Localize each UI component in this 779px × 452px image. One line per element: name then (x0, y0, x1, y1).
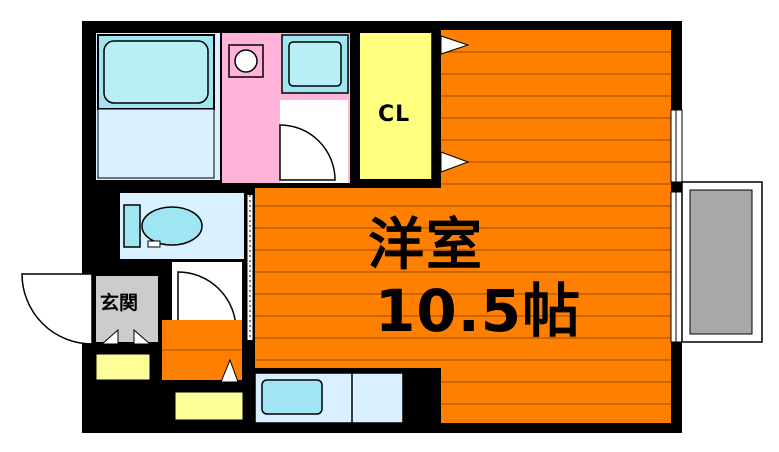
toilet-room (120, 193, 244, 259)
shoe-cabinet-door-left (100, 328, 119, 345)
entrance-floor (96, 276, 158, 342)
closet (360, 33, 470, 179)
floorboard-lines (255, 51, 671, 405)
closet-door-arrow-bottom (440, 151, 470, 173)
shoe-box-right (174, 391, 244, 421)
balcony (681, 181, 763, 343)
western-room-floor-right (441, 368, 671, 423)
bathroom-drain-area (97, 108, 215, 179)
toilet-tank (123, 204, 141, 248)
closet-door-arrow-top (440, 35, 470, 55)
toilet-door-swing (279, 124, 336, 181)
balcony-floor (689, 189, 753, 335)
shoe-box-left (95, 353, 151, 381)
toilet-bowl (141, 206, 203, 246)
bathtub-inner (103, 40, 209, 104)
western-room-floor-upper (441, 30, 671, 188)
bathroom (96, 33, 220, 180)
entrance-door-swing (21, 273, 93, 345)
kitchen (254, 372, 404, 424)
sliding-door-arrow (220, 358, 239, 383)
washer-drum (234, 49, 258, 73)
western-room (255, 30, 671, 423)
closet-label: CL (378, 102, 411, 127)
toilet-area (222, 33, 350, 183)
shoe-cabinet-door-right (133, 328, 152, 345)
closet-floor (360, 33, 432, 179)
entrance-label: 玄関 (100, 292, 139, 314)
entrance (21, 273, 244, 421)
toilet-paper (147, 240, 161, 248)
washbasin (288, 41, 342, 87)
western-room-label: 洋室 (368, 213, 484, 278)
kitchen-sink (261, 379, 323, 415)
western-room-size: 10.5帖 (375, 277, 582, 345)
